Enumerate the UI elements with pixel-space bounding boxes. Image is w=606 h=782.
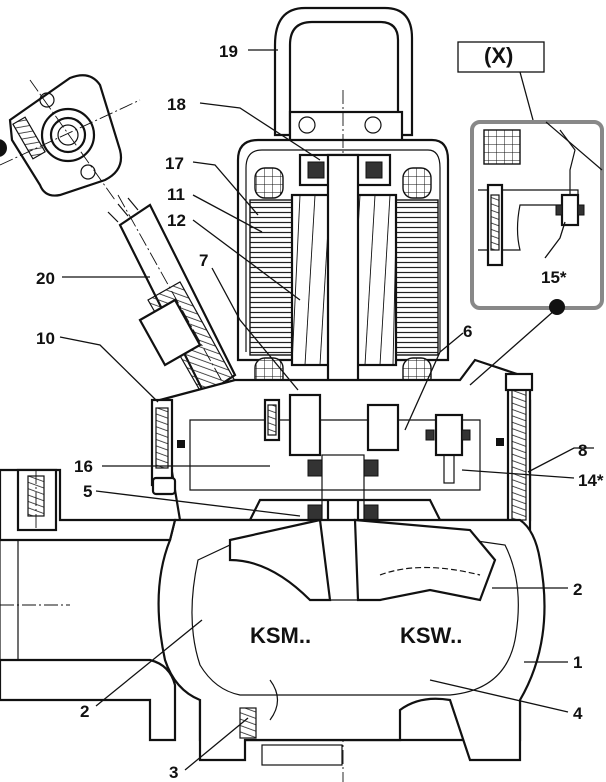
lifting-handle: [273, 6, 414, 144]
label-19: 19: [219, 42, 238, 61]
label-17: 17: [165, 154, 184, 173]
label-4: 4: [573, 704, 583, 723]
label-1: 1: [573, 653, 582, 672]
label-15: 15*: [541, 268, 567, 287]
seal-housing: [150, 358, 534, 537]
label-16: 16: [74, 457, 93, 476]
label-detail-x: (X): [484, 43, 513, 68]
flange-detail: [0, 74, 141, 201]
label-6: 6: [463, 322, 472, 341]
label-5: 5: [83, 482, 92, 501]
label-2-left: 2: [80, 702, 89, 721]
label-8: 8: [578, 441, 587, 460]
detail-x-box: [457, 41, 604, 310]
label-2-right: 2: [573, 580, 582, 599]
discharge-pipe: [0, 468, 177, 742]
leader-lines: [59, 49, 594, 771]
label-14: 14*: [578, 471, 604, 490]
pump-casing: [157, 518, 546, 766]
label-10: 10: [36, 329, 55, 348]
label-11: 11: [167, 185, 185, 204]
label-ksw: KSW..: [400, 623, 462, 648]
cable-gland: [107, 194, 241, 411]
label-12: 12: [167, 211, 186, 230]
label-20: 20: [36, 269, 55, 288]
label-3: 3: [169, 763, 178, 782]
label-7: 7: [199, 251, 208, 270]
label-18: 18: [167, 95, 186, 114]
part-labels: 19 18 17 11 12 7 20 10 6 8 14* 16 5 2 1 …: [36, 42, 604, 782]
label-ksm: KSM..: [250, 623, 311, 648]
